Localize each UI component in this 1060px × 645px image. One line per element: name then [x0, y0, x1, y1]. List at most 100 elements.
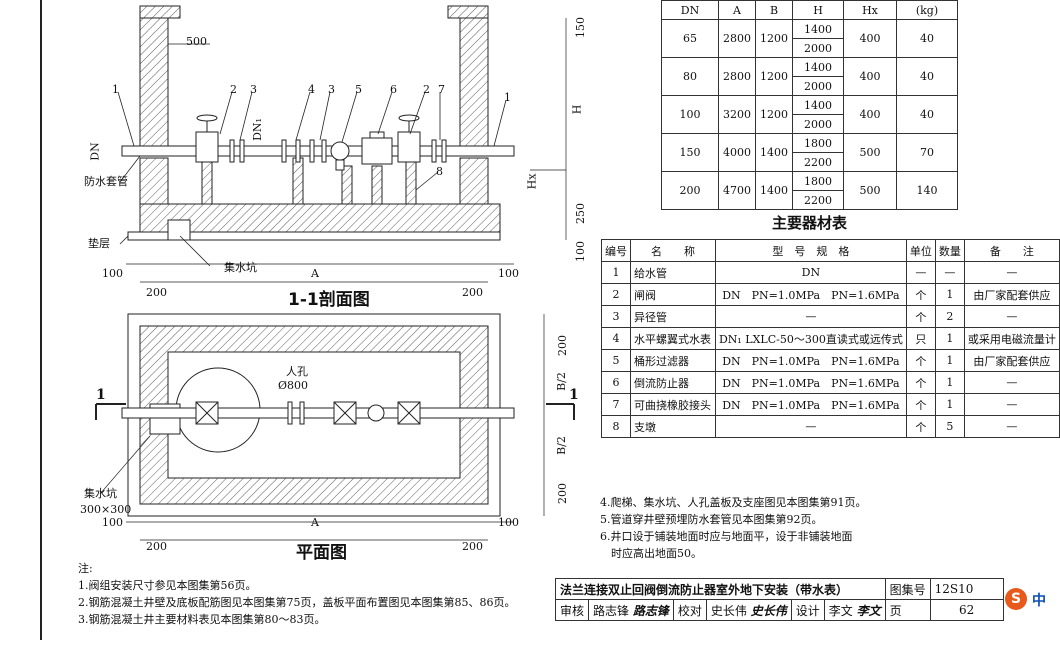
plan-cut-lines: [95, 403, 575, 420]
section-cushion: [127, 231, 501, 241]
plan-dim-b2-bottom: B/2: [554, 436, 568, 455]
cell: 2200: [792, 152, 844, 172]
cell: 1400: [792, 19, 844, 39]
table-row: 80 2800 1200 1400 400 40: [661, 57, 958, 96]
cell: 5: [934, 415, 965, 438]
section-right-wall: [459, 17, 489, 147]
gate-valve-right: [397, 114, 421, 163]
cell: 个: [905, 283, 936, 306]
note-item: 1.阀组安装尺寸参见本图集第56页。: [78, 579, 257, 592]
ime-lang-toggle[interactable]: 中: [1032, 593, 1046, 609]
cell: 个: [905, 349, 936, 372]
cell: 500: [843, 133, 897, 172]
cell: 1800: [792, 171, 844, 191]
dim-H: H: [570, 104, 584, 115]
cell: 1: [600, 261, 632, 284]
cell: —: [963, 415, 1060, 438]
plan-manhole-dia: Ø800: [278, 379, 309, 392]
cell: —: [714, 415, 907, 438]
callout: 3: [328, 83, 335, 96]
cell: 70: [896, 133, 958, 172]
plan-dim-200-right: 200: [462, 540, 483, 553]
note-item: 3.钢筋混凝土井主要材料表见本图集第80～83页。: [78, 613, 326, 626]
cell: 1200: [755, 57, 793, 96]
cell: DN₁ LXLC-50～300直读式或远传式: [714, 327, 907, 350]
plan-title: 平面图: [296, 543, 347, 563]
section-title: 1-1剖面图: [288, 290, 370, 310]
col-header: 名 称: [630, 239, 716, 262]
table-row: 150 4000 1400 1800 500 70: [661, 133, 958, 172]
cell: 40: [896, 19, 958, 58]
cell: 可曲挠橡胶接头: [630, 393, 716, 416]
cell: 2000: [792, 114, 844, 134]
col-header: 数量: [934, 239, 965, 262]
table-row: 2000: [662, 114, 958, 134]
cell: 40: [896, 57, 958, 96]
plan-dim-200-top: 200: [556, 335, 569, 356]
dim-100-left: 100: [102, 267, 123, 280]
page-no: 62: [929, 599, 1004, 621]
plan-dim-200-left: 200: [146, 540, 167, 553]
cell: 闸阀: [630, 283, 716, 306]
cell: —: [905, 261, 936, 284]
callout: 2: [230, 83, 237, 96]
cell: 500: [843, 171, 897, 210]
label-dn1: DN₁: [250, 118, 264, 141]
cell: 2800: [718, 19, 756, 58]
cell: —: [934, 261, 965, 284]
cell: 个: [905, 393, 936, 416]
cell: 只: [905, 327, 936, 350]
label-casing: 防水套管: [84, 175, 128, 188]
cell: 100: [661, 95, 719, 134]
cell: 2800: [718, 57, 756, 96]
support: [371, 165, 383, 205]
col-header: 编号: [600, 239, 632, 262]
cell: 6: [600, 371, 632, 394]
cell: 400: [843, 95, 897, 134]
col-header: DN: [661, 0, 719, 20]
cell: 4700: [718, 171, 756, 210]
plan-sump-size: 300×300: [80, 503, 132, 516]
drawing-title: 法兰连接双止回阀倒流防止器室外地下安装（带水表）: [555, 578, 886, 600]
material-table-title: 主要器材表: [772, 214, 848, 232]
cell: —: [963, 371, 1060, 394]
col-header: Hx: [843, 0, 897, 20]
cell: 1: [934, 393, 965, 416]
cut-mark-right: 1: [569, 387, 579, 403]
support: [292, 157, 304, 205]
check-signature: 史长伟: [750, 603, 787, 618]
design-label: 设计: [790, 599, 825, 621]
cell: DN: [714, 261, 907, 284]
dimension-table-header: DN A B H Hx (kg): [661, 0, 958, 20]
cell: 7: [600, 393, 632, 416]
note-item: 4.爬梯、集水坑、人孔盖板及支座图见本图集第91页。: [600, 496, 867, 509]
strainer: [330, 141, 350, 171]
cell: 倒流防止器: [630, 371, 716, 394]
cell: 支墩: [630, 415, 716, 438]
review-label: 审核: [554, 599, 590, 621]
cell: 1400: [755, 171, 793, 210]
ime-s-icon[interactable]: S: [1005, 588, 1027, 610]
cell: 140: [896, 171, 958, 210]
cell: 65: [661, 19, 719, 58]
plan-dims: [99, 314, 545, 541]
cell: 2000: [792, 38, 844, 58]
plan-dim-b2-top: B/2: [554, 372, 568, 391]
section-sump: [167, 219, 191, 241]
plan-manhole-label: 人孔: [286, 365, 308, 378]
review-name: 路志锋 路志锋: [588, 599, 674, 621]
callout: 5: [355, 83, 362, 96]
section-dims: [126, 18, 567, 283]
cell: 1: [934, 371, 965, 394]
cell: 80: [661, 57, 719, 96]
col-header: (kg): [896, 0, 958, 20]
plan-dim-100-right: 100: [498, 516, 519, 529]
cut-mark-left: 1: [96, 387, 106, 403]
callout: 3: [250, 83, 257, 96]
dim-200-right: 200: [462, 286, 483, 299]
